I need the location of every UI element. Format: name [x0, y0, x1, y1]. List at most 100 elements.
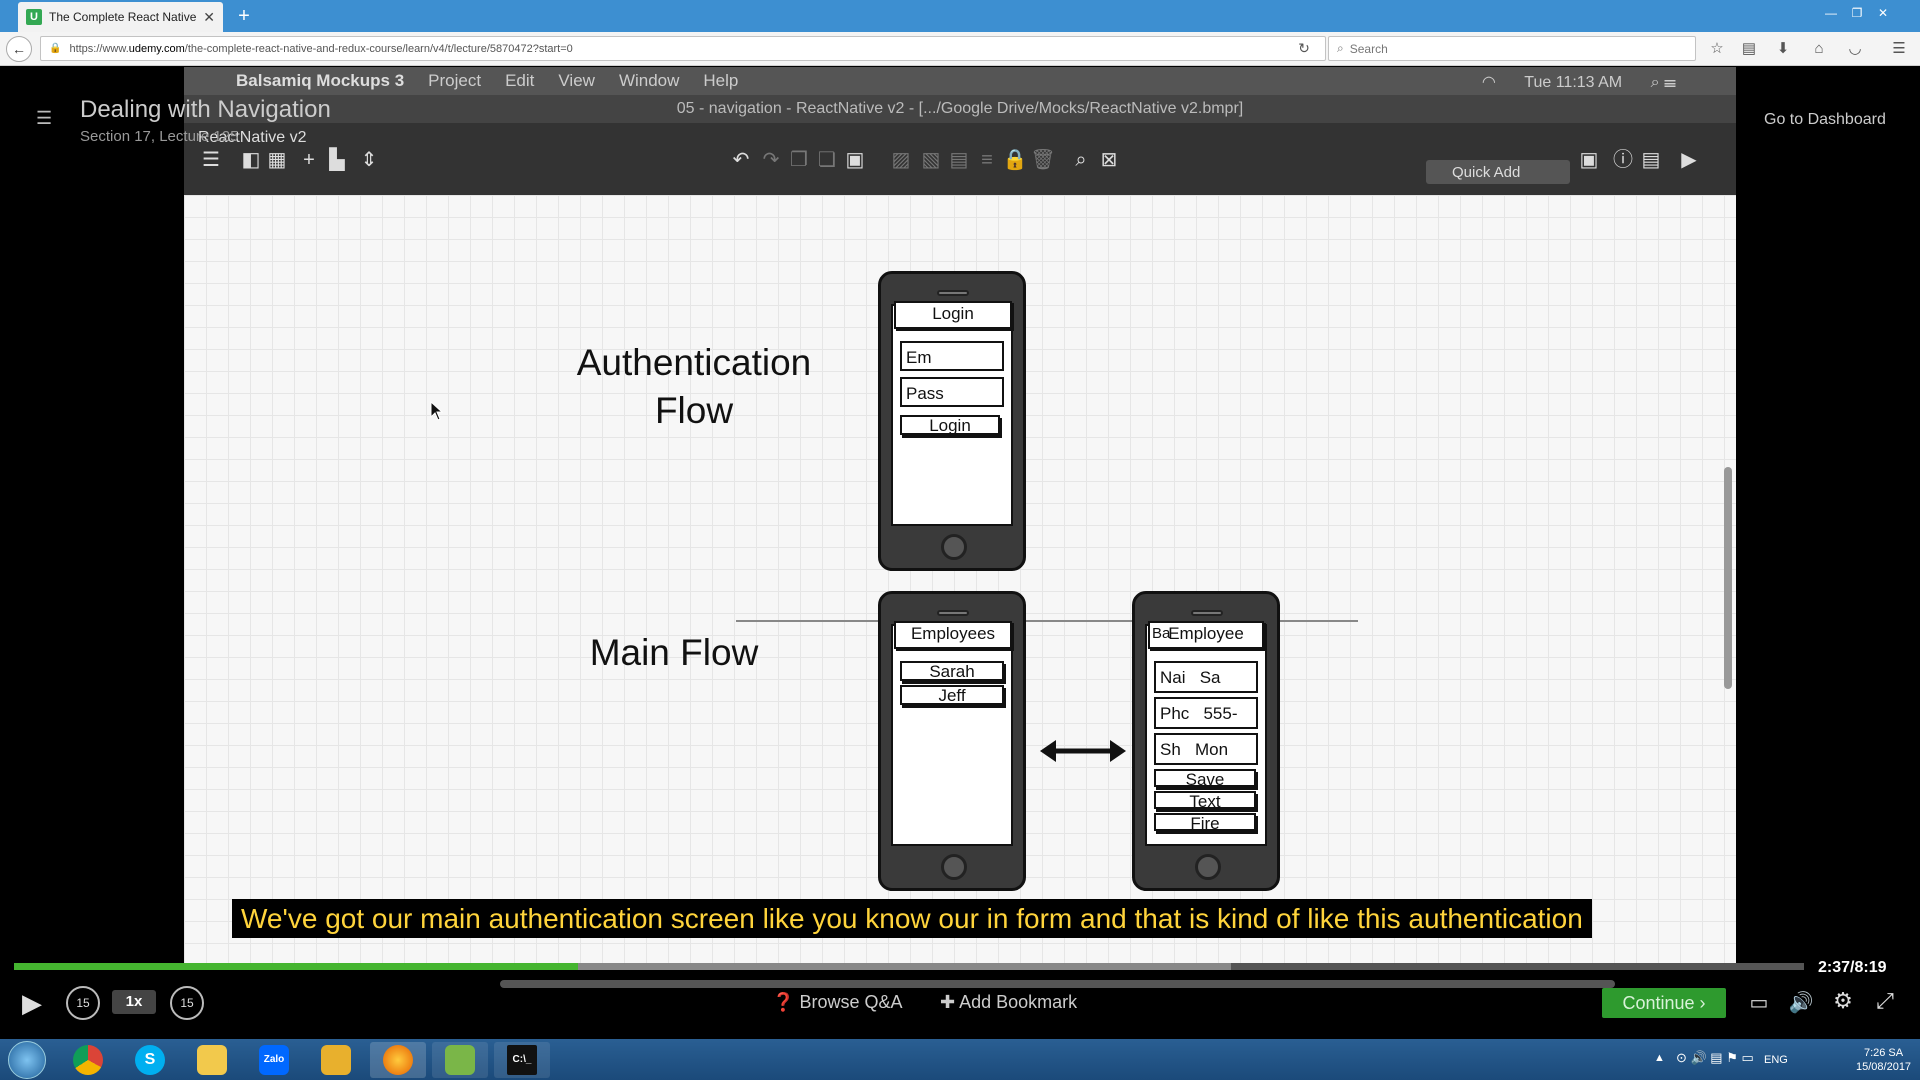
back-button[interactable]: ← — [6, 36, 32, 62]
info-icon: ⓘ — [1613, 149, 1633, 171]
bookmark-star-icon[interactable]: ☆ — [1710, 40, 1724, 57]
add-bookmark-button[interactable]: ✚ Add Bookmark — [940, 992, 1077, 1013]
quick-add-field: Quick Add — [1426, 160, 1570, 184]
playback-speed-button[interactable]: 1x — [112, 990, 156, 1014]
zalo-taskbar-button[interactable]: Zalo — [246, 1042, 302, 1078]
scroll-thumb — [1724, 467, 1732, 689]
close-icon: ⊠ — [1100, 149, 1118, 171]
reload-icon[interactable]: ↻ — [1298, 40, 1310, 56]
continue-button[interactable]: Continue › — [1602, 988, 1726, 1018]
home-icon[interactable]: ⌂ — [1814, 40, 1824, 57]
home-button-icon — [941, 854, 967, 880]
name-label: Nai — [1160, 668, 1186, 687]
mac-clock: Tue 11:13 AM — [1524, 74, 1623, 91]
play-icon[interactable]: ▶ — [22, 988, 42, 1018]
windows-taskbar — [0, 1039, 1920, 1080]
employee-title: Employee — [1148, 621, 1264, 649]
lecture-subtitle: Section 17, Lecture 125 — [80, 128, 239, 145]
notes-icon: ▤ — [1641, 149, 1661, 171]
forward-15-button[interactable]: 15 — [170, 986, 204, 1020]
cmd-taskbar-button[interactable]: C:\_ — [494, 1042, 550, 1078]
hamburger-icon: ☰ — [202, 149, 220, 171]
firefox-taskbar-button[interactable] — [370, 1042, 426, 1078]
tray-expand-icon[interactable]: ▲ — [1654, 1052, 1665, 1064]
url-path: /the-complete-react-native-and-redux-cou… — [184, 42, 573, 55]
browser-tab[interactable]: U The Complete React Native ✕ — [18, 2, 223, 32]
auth-flow-label: Authentication Flow — [564, 339, 824, 435]
panel-icon: ◧ — [241, 149, 261, 171]
project-name: ReactNative v2 — [198, 129, 307, 146]
menu-app-name: Balsamiq Mockups 3 — [236, 71, 405, 90]
fire-button: Fire — [1154, 813, 1256, 831]
time-display: 2:37/8:19 — [1818, 959, 1887, 977]
start-button[interactable] — [8, 1041, 46, 1079]
hamburger-menu-icon[interactable]: ☰ — [1892, 40, 1906, 57]
android-studio-taskbar-button[interactable] — [432, 1042, 488, 1078]
url-bar[interactable]: 🔒 https://www.udemy.com/the-complete-rea… — [40, 36, 1326, 61]
curriculum-menu-icon[interactable]: ☰ — [36, 108, 53, 128]
go-to-dashboard-link[interactable]: Go to Dashboard — [1764, 111, 1886, 128]
text-button: Text — [1154, 791, 1256, 809]
wifi-icon: ◠ — [1481, 74, 1501, 91]
mac-status-area: ◠ Tue 11:13 AM ⌕ ☰ — [1482, 72, 1700, 92]
video-progress-bar[interactable] — [14, 963, 1804, 970]
cut-icon: ❏ — [818, 149, 836, 171]
search-icon: ⌕ — [1337, 41, 1344, 55]
chrome-taskbar-button[interactable] — [60, 1042, 116, 1078]
name-value: Sa — [1199, 668, 1221, 687]
rewind-15-button[interactable]: 15 — [66, 986, 100, 1020]
password-field: Pass — [900, 377, 1004, 407]
skype-taskbar-button[interactable]: S — [122, 1042, 178, 1078]
phone-screen — [891, 624, 1013, 846]
shift-label: Sh — [1160, 740, 1181, 759]
ungroup-icon: ▧ — [921, 149, 941, 171]
phone-speaker — [937, 610, 969, 616]
firefox-icon — [383, 1045, 413, 1075]
search-icon: ⌕ — [1075, 149, 1087, 171]
tray-icons[interactable]: ⊙ 🔊 ▤ ⚑ ▭ — [1676, 1050, 1754, 1065]
search-input[interactable]: ⌕ Search — [1328, 36, 1696, 61]
paste-icon: ▣ — [845, 149, 865, 171]
browse-qa-label: Browse Q&A — [799, 992, 903, 1012]
browse-qa-button[interactable]: ❓ Browse Q&A — [772, 992, 902, 1013]
mouse-cursor-icon — [430, 401, 444, 421]
download-icon[interactable]: ⬇ — [1776, 40, 1790, 57]
close-tab-icon[interactable]: ✕ — [203, 8, 215, 25]
explorer-icon — [321, 1045, 351, 1075]
shift-field: Sh Mon — [1154, 733, 1258, 765]
volume-icon[interactable]: 🔊 — [1788, 992, 1814, 1014]
bookmark-icon: ✚ — [940, 992, 956, 1012]
folder-icon — [197, 1045, 227, 1075]
files-taskbar-button[interactable] — [184, 1042, 240, 1078]
search-placeholder: Search — [1349, 41, 1388, 56]
restore-window-icon[interactable]: ❐ — [1851, 6, 1863, 20]
captions-icon[interactable]: ▭ — [1749, 992, 1769, 1014]
bidirectional-arrow-icon — [1040, 740, 1126, 762]
system-clock[interactable]: 7:26 SA 15/08/2017 — [1856, 1046, 1911, 1074]
lock-icon: 🔒 — [49, 43, 62, 54]
grid-view-icon: ▦ — [267, 149, 287, 171]
close-window-icon[interactable]: ✕ — [1877, 6, 1889, 20]
settings-gear-icon[interactable]: ⚙ — [1833, 988, 1853, 1013]
question-icon: ❓ — [772, 992, 795, 1012]
url-prefix: https://www. — [69, 42, 129, 55]
menu-project: Project — [428, 71, 482, 90]
back-label: Ba — [1152, 625, 1171, 642]
auth-label-line-1: Authentication — [576, 342, 812, 383]
sort-icon: ⇕ — [360, 149, 378, 171]
phone-speaker — [1191, 610, 1223, 616]
pocket-icon[interactable]: ◡ — [1848, 40, 1862, 57]
phone-label: Phc — [1160, 704, 1190, 723]
flow-divider — [736, 620, 1358, 622]
canvas-horizontal-scrollbar — [500, 980, 1615, 988]
browser-tab-bar — [0, 0, 1920, 32]
present-icon: ▶ — [1681, 149, 1697, 171]
reading-list-icon[interactable]: ▤ — [1741, 40, 1757, 57]
video-frame[interactable]: Balsamiq Mockups 3 Project Edit View Win… — [184, 67, 1736, 967]
minimize-window-icon[interactable]: — — [1825, 6, 1837, 20]
fullscreen-icon[interactable]: ⤢ — [1876, 988, 1894, 1013]
new-tab-button[interactable]: + — [238, 5, 250, 27]
explorer-taskbar-button[interactable] — [308, 1042, 364, 1078]
spotlight-icon: ⌕ ☰ — [1650, 74, 1676, 91]
language-indicator[interactable]: ENG — [1764, 1054, 1788, 1066]
